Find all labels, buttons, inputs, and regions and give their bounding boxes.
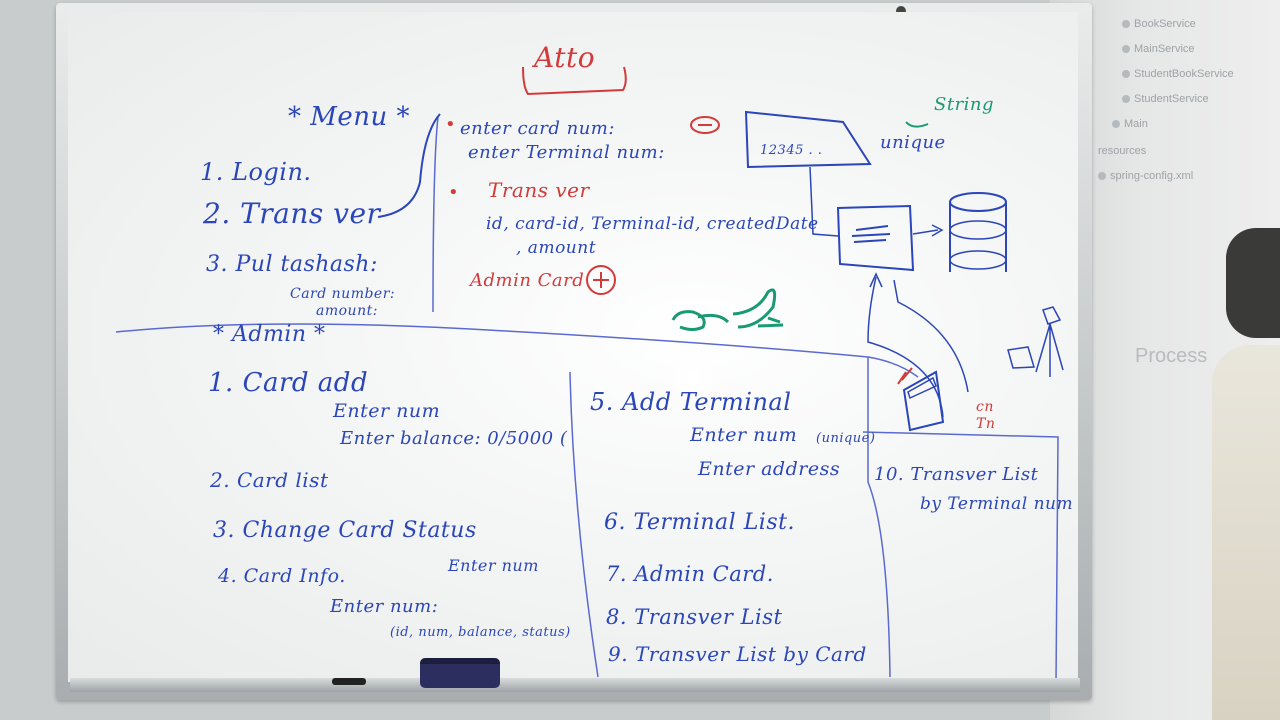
proj-item: resources bbox=[1098, 145, 1147, 157]
admin-transver-by-card: 9. Transver List by Card bbox=[608, 642, 867, 666]
admin-unique-tag: (unique) bbox=[816, 431, 876, 446]
admin-enter-address: Enter address bbox=[698, 458, 841, 480]
admin-heading: * Admin * bbox=[213, 322, 326, 347]
proj-item: Main bbox=[1112, 118, 1148, 130]
proj-text: Process bbox=[1135, 345, 1208, 367]
whiteboard-hook bbox=[896, 6, 906, 16]
admin-transver-by-terminal-2: by Terminal num bbox=[920, 494, 1074, 514]
proj-item: MainService bbox=[1122, 43, 1195, 55]
whiteboard-eraser bbox=[420, 658, 500, 688]
person-dark-figure bbox=[1226, 228, 1280, 338]
tn-label: Tn bbox=[976, 416, 996, 432]
admin-enter-num: Enter num bbox=[333, 400, 441, 422]
marker bbox=[332, 678, 366, 685]
person bbox=[1212, 345, 1280, 720]
bullet-dot: • bbox=[448, 182, 460, 203]
proj-item: StudentService bbox=[1122, 93, 1209, 105]
flow-transfer-title: Trans ver bbox=[488, 178, 590, 202]
admin-enter-num-3: Enter num: bbox=[330, 596, 439, 617]
string-label: String bbox=[934, 94, 995, 115]
admin-info-fields: (id, num, balance, status) bbox=[390, 625, 571, 640]
bullet-dot: • bbox=[445, 114, 457, 135]
proj-item: StudentBookService bbox=[1122, 68, 1234, 80]
flow-enter-card: enter card num: bbox=[460, 118, 615, 139]
cn-label: cn bbox=[976, 399, 994, 415]
board-title: Atto bbox=[534, 41, 596, 74]
admin-add-terminal: 5. Add Terminal bbox=[590, 388, 792, 416]
flow-admin-card: Admin Card bbox=[470, 270, 585, 291]
flow-transfer-fields: id, card-id, Terminal-id, createdDate bbox=[486, 214, 819, 234]
menu-item-login: 1. Login. bbox=[200, 158, 312, 186]
admin-enter-num-unique: Enter num bbox=[690, 424, 798, 446]
light-glare bbox=[668, 352, 718, 402]
menu-item-transfer: 2. Trans ver bbox=[203, 197, 381, 230]
menu-item-pul-tashash: 3. Pul tashash: bbox=[206, 252, 378, 277]
admin-enter-num-2: Enter num bbox=[448, 556, 539, 575]
admin-change-status: 3. Change Card Status bbox=[213, 518, 477, 543]
admin-card-list: 2. Card list bbox=[210, 468, 329, 492]
admin-enter-balance: Enter balance: 0/5000 ( bbox=[340, 428, 568, 449]
proj-item: BookService bbox=[1122, 18, 1196, 30]
unique-label: unique bbox=[880, 132, 946, 153]
admin-card-add: 1. Card add bbox=[208, 368, 369, 398]
menu-sub-card-number: Card number: bbox=[290, 286, 396, 302]
menu-heading: * Menu * bbox=[288, 102, 411, 132]
admin-admin-card: 7. Admin Card. bbox=[606, 562, 774, 586]
admin-transver-list: 8. Transver List bbox=[606, 605, 783, 629]
admin-terminal-list: 6. Terminal List. bbox=[604, 510, 795, 535]
whiteboard: Atto * Menu * 1. Login. 2. Trans ver 3. … bbox=[68, 12, 1078, 682]
card-number-example: 12345 . . bbox=[760, 143, 823, 158]
flow-enter-terminal: enter Terminal num: bbox=[468, 142, 665, 163]
admin-transver-by-terminal: 10. Transver List bbox=[874, 464, 1039, 485]
menu-sub-amount: amount: bbox=[316, 303, 378, 319]
admin-card-info: 4. Card Info. bbox=[218, 565, 346, 587]
proj-item: spring-config.xml bbox=[1098, 170, 1193, 182]
whiteboard-tray bbox=[70, 678, 1080, 692]
flow-transfer-amount: , amount bbox=[516, 238, 597, 258]
ink-strokes bbox=[115, 66, 1064, 682]
